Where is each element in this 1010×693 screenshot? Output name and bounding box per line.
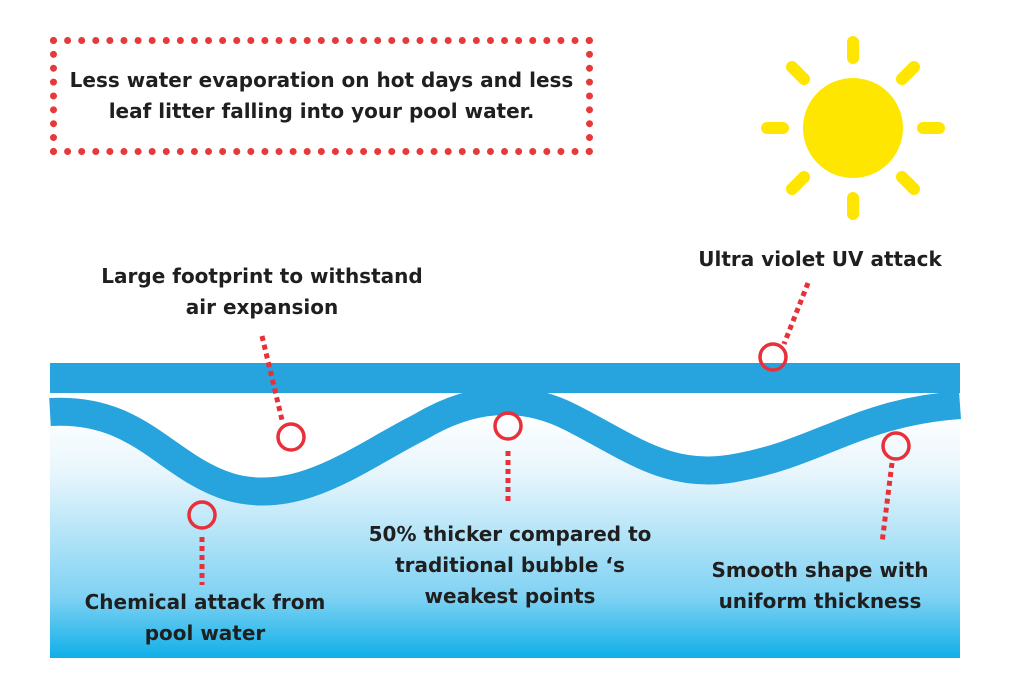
label-thicker-line-2: traditional bubble ‘s xyxy=(395,553,625,577)
cover-wave-layer xyxy=(49,387,962,506)
label-uv-line-1: Ultra violet UV attack xyxy=(698,247,942,271)
label-footprint: Large footprint to withstand air expansi… xyxy=(92,261,432,323)
marker-thicker xyxy=(493,411,523,441)
label-uv: Ultra violet UV attack xyxy=(690,244,950,275)
label-thicker: 50% thicker compared to traditional bubb… xyxy=(360,519,660,612)
label-smooth: Smooth shape with uniform thickness xyxy=(700,555,940,617)
pool-water xyxy=(50,413,960,658)
label-smooth-line-2: uniform thickness xyxy=(718,589,922,613)
label-thicker-line-3: weakest points xyxy=(424,584,596,608)
label-chemical-line-2: pool water xyxy=(144,621,266,645)
label-thicker-line-1: 50% thicker compared to xyxy=(368,522,652,546)
label-footprint-line-2: air expansion xyxy=(185,295,339,319)
callout-line-2: leaf litter falling into your pool water… xyxy=(108,99,535,123)
leader-uv xyxy=(781,282,811,345)
label-chemical: Chemical attack from pool water xyxy=(70,587,340,649)
label-chemical-line-1: Chemical attack from xyxy=(84,590,326,614)
marker-smooth xyxy=(881,431,911,461)
marker-chemical xyxy=(187,500,217,530)
callout-line-1: Less water evaporation on hot days and l… xyxy=(69,68,574,92)
label-footprint-line-1: Large footprint to withstand xyxy=(101,264,423,288)
callout-box: Less water evaporation on hot days and l… xyxy=(50,37,593,155)
marker-footprint xyxy=(276,422,306,452)
label-smooth-line-1: Smooth shape with xyxy=(711,558,929,582)
leader-smooth xyxy=(879,462,895,544)
sun-icon xyxy=(761,36,945,220)
marker-uv xyxy=(758,342,788,372)
